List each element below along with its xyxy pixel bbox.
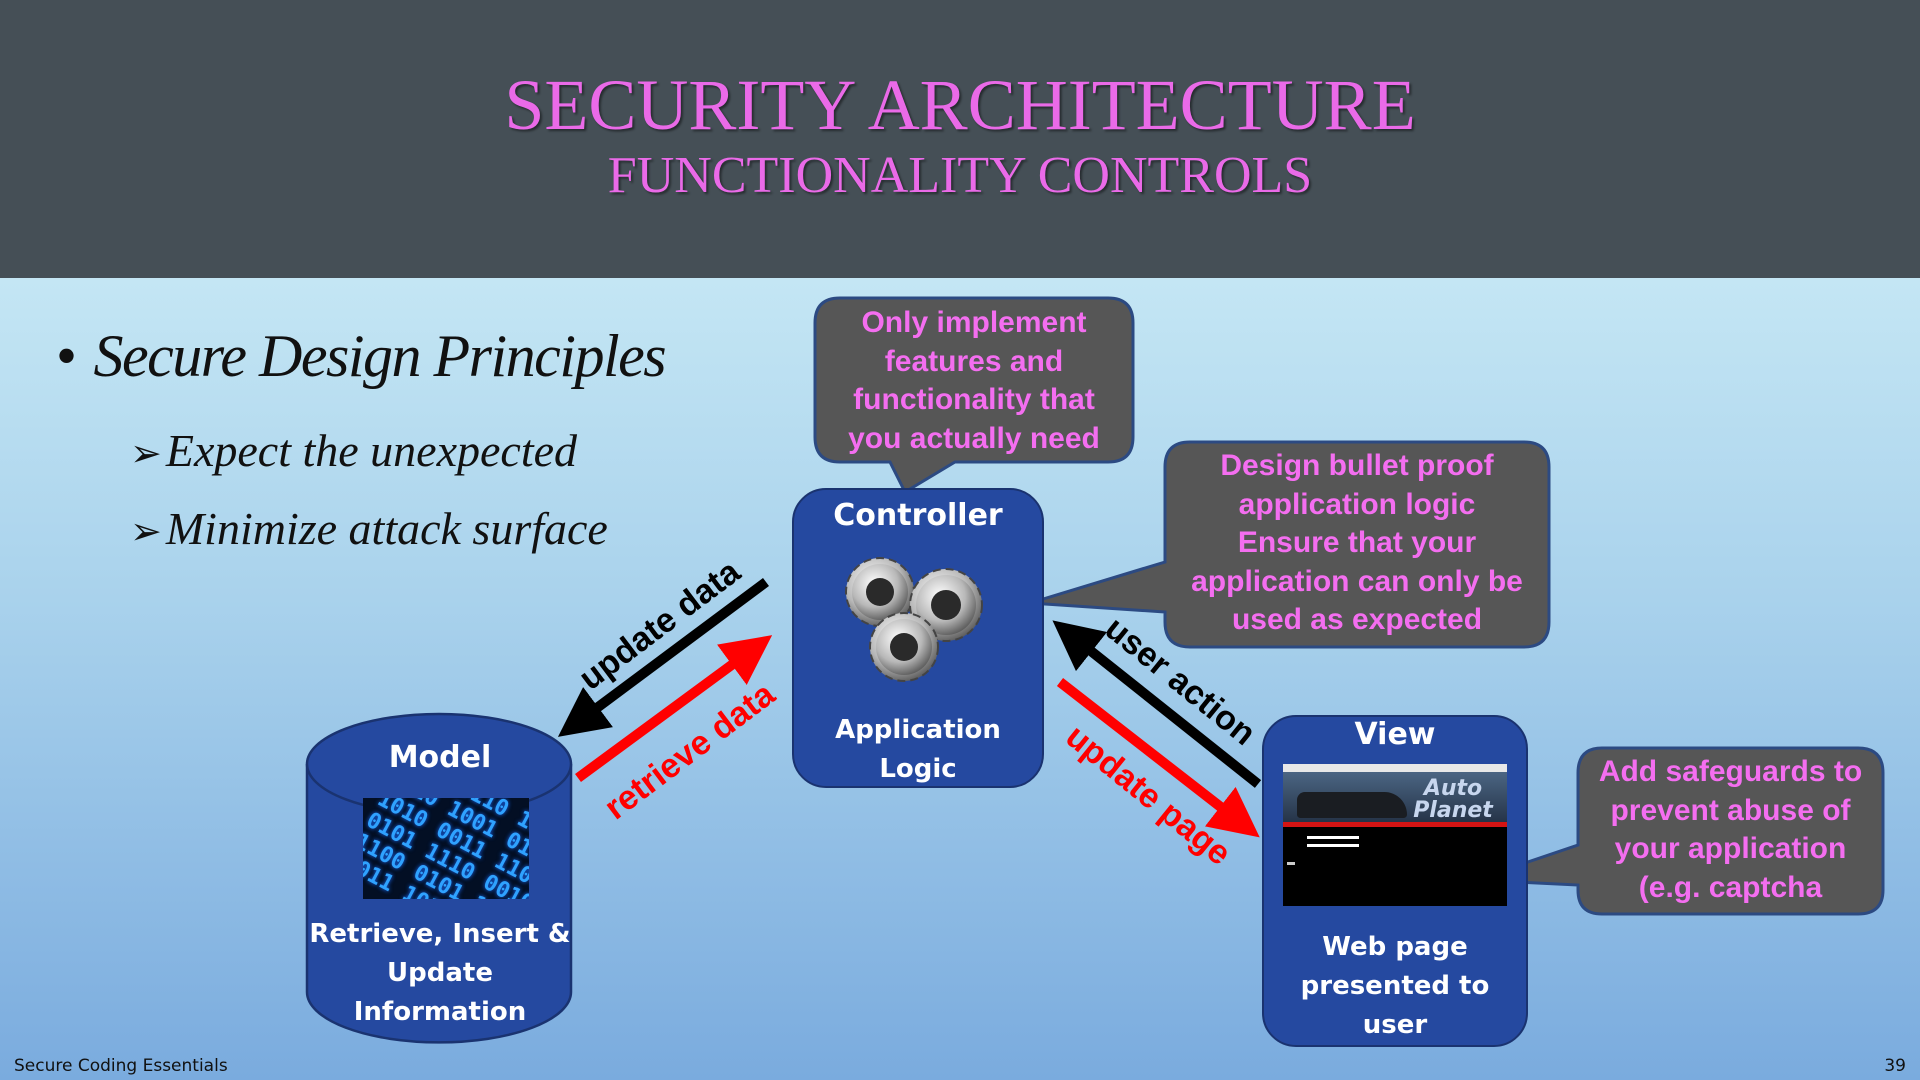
page-number: 39 <box>1884 1056 1906 1076</box>
footer-title: Secure Coding Essentials <box>14 1056 228 1076</box>
